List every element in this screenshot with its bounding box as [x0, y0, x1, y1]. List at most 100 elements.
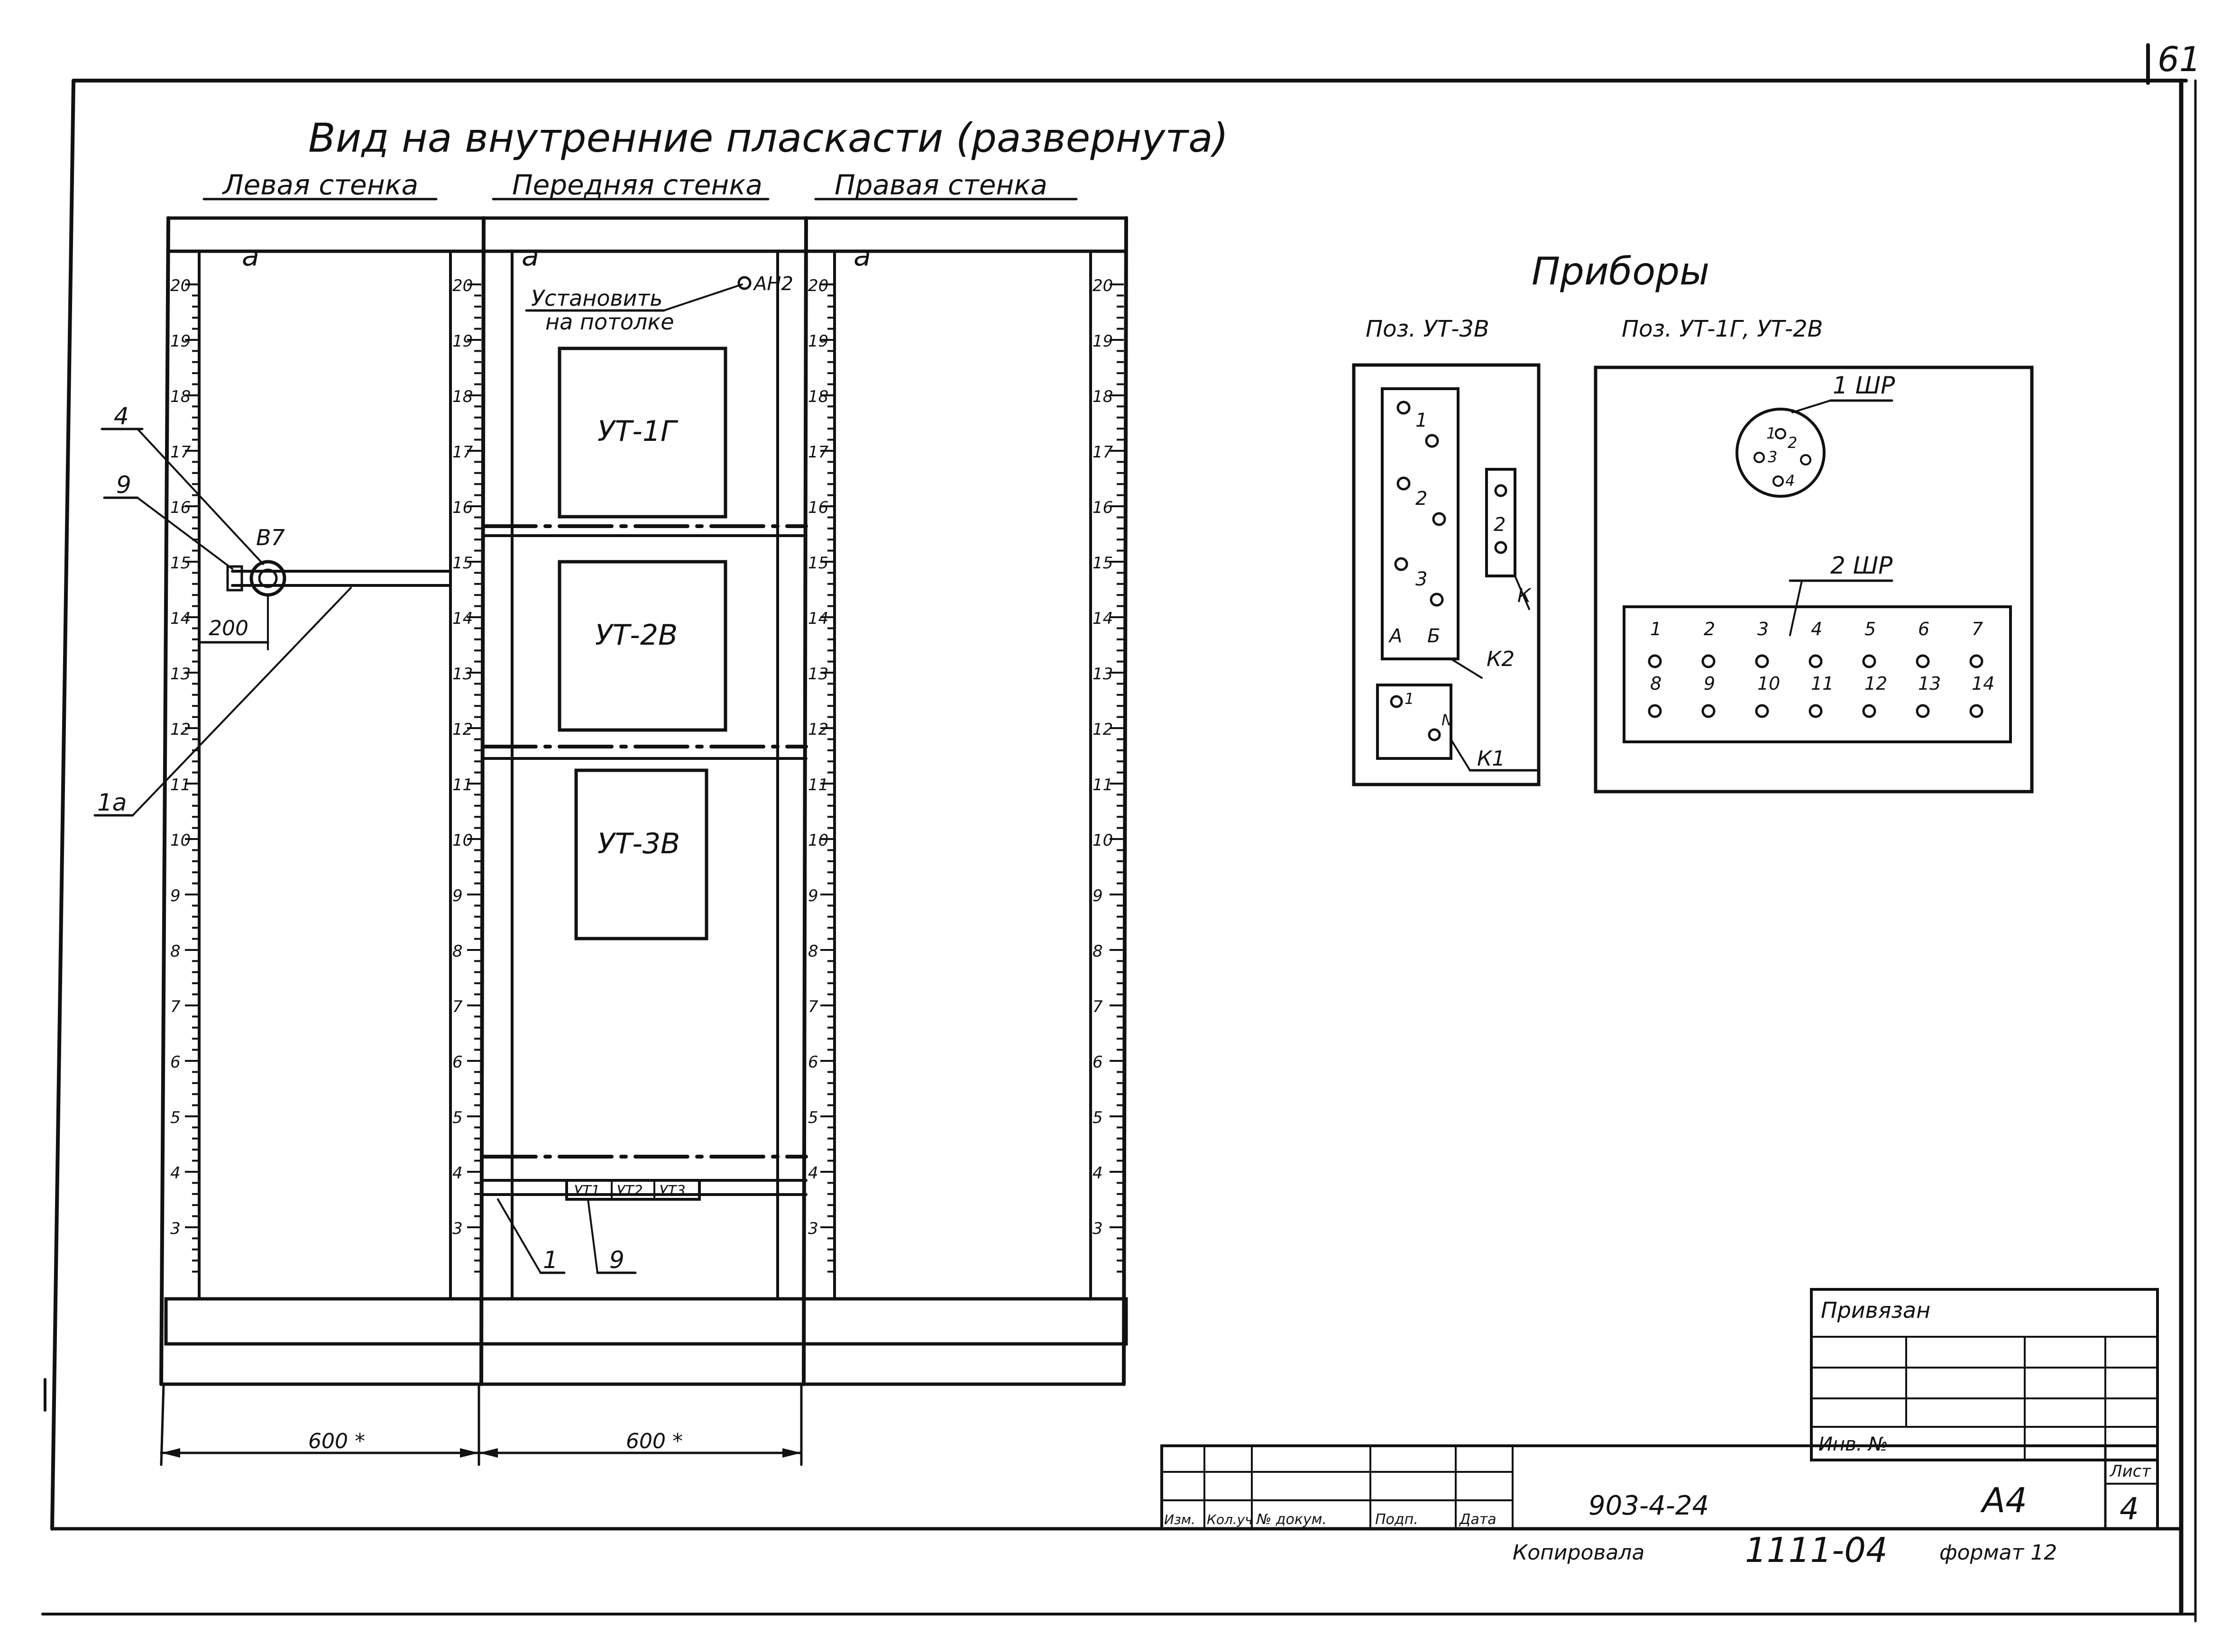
shr1-pin-2: 2 [1788, 434, 1797, 452]
shr2-pin-5 [1862, 654, 1876, 668]
view-title: Вид на внутренние пласкасти (развернута) [308, 115, 1228, 161]
unfolded-panel: 600 * 600 * [159, 216, 1128, 1466]
install-note-line1: Установить [531, 285, 662, 311]
scale-mark-4: 4 [170, 1164, 181, 1183]
scale-mark-14: 14 [1092, 609, 1113, 628]
scale-mark-5: 5 [1092, 1108, 1103, 1127]
scale-mark-6: 6 [452, 1053, 463, 1072]
devices-heading: Приборы [1532, 249, 1709, 293]
scale-mark-5: 5 [170, 1108, 181, 1127]
shr2-pin-1 [1648, 654, 1662, 668]
front-wall-label: Передняя стенка [512, 169, 762, 201]
pos-ut12-label: Поз. УТ-1Г, УТ-2В [1622, 316, 1823, 342]
scale-mark-7: 7 [170, 997, 181, 1016]
col-ndok: № докум. [1256, 1511, 1327, 1528]
scale-mark-16: 16 [808, 498, 828, 517]
scale-mark-17: 17 [1092, 443, 1113, 462]
scale-mark-5: 5 [452, 1108, 463, 1127]
scale-mark-9: 9 [1092, 886, 1103, 905]
pos-ut3-label: Поз. УТ-3В [1366, 316, 1489, 342]
device-ut2: УТ-2В [558, 560, 727, 732]
copy-number: 1111-04 [1745, 1530, 1888, 1570]
install-note-line2: на потолке [545, 309, 674, 335]
callout-9: 9 [116, 471, 131, 499]
stage: А4 [1980, 1480, 2027, 1520]
title-bound: Привязан [1821, 1297, 1930, 1323]
sheet-value: 4 [2120, 1492, 2139, 1527]
scale-mark-11: 11 [808, 776, 828, 794]
scale-mark-4: 4 [808, 1164, 818, 1183]
dim-left-600: 600 * [308, 1429, 365, 1453]
sheet-number: 61 [2157, 39, 2201, 79]
shr2-pin-label-14: 14 [1972, 673, 1994, 694]
shr2-pin-2 [1701, 654, 1716, 668]
scale-mark-3: 3 [808, 1219, 818, 1238]
shr2-pin-label-4: 4 [1811, 619, 1822, 639]
device-ut3: УТ-3В [574, 768, 708, 940]
scale-mark-12: 12 [1092, 720, 1113, 739]
scale-mark-4: 4 [452, 1164, 463, 1183]
scale-mark-12: 12 [808, 720, 828, 739]
shr2-pin-label-6: 6 [1918, 619, 1929, 639]
scale-mark-16: 16 [170, 498, 191, 517]
connector-2shr [1623, 605, 2012, 743]
connector-1shr-label: 1 ШР [1833, 372, 1895, 399]
scale-mark-3: 3 [452, 1219, 463, 1238]
scale-mark-6: 6 [808, 1053, 818, 1072]
scale-mark-5: 5 [808, 1108, 818, 1127]
scale-mark-8: 8 [808, 942, 818, 961]
scale-mark-15: 15 [452, 554, 473, 573]
scale-mark-9: 9 [170, 886, 181, 905]
ut3-pin-3: 3 [1415, 568, 1427, 590]
scale-mark-20: 20 [1092, 276, 1113, 295]
shr2-pin-label-8: 8 [1650, 673, 1662, 694]
shr2-pin-label-5: 5 [1864, 619, 1876, 639]
connector-2shr-label: 2 ШР [1830, 552, 1893, 579]
scale-mark-3: 3 [1092, 1219, 1103, 1238]
scale-mark-8: 8 [170, 942, 181, 961]
scale-mark-8: 8 [452, 942, 463, 961]
col-izm: Изм. [1164, 1512, 1195, 1527]
scale-mark-17: 17 [170, 443, 191, 462]
shr1-pin-3: 3 [1768, 448, 1777, 466]
scale-mark-17: 17 [452, 443, 473, 462]
terminal-ut1: УТ1 [574, 1183, 600, 1199]
din-rails [482, 524, 808, 1196]
col-kol: Кол.уч [1207, 1512, 1253, 1527]
an2-label: АН2 [753, 273, 793, 295]
scale-mark-13: 13 [170, 665, 191, 684]
scale-mark-19: 19 [452, 332, 473, 351]
scale-mark-13: 13 [808, 665, 828, 684]
scale-mark-17: 17 [808, 443, 829, 462]
ut3-label-a: А [1388, 625, 1402, 647]
device-ut1: УТ-1Г [558, 347, 727, 519]
ut3-pin-2: 2 [1415, 488, 1427, 510]
scale-mark-16: 16 [452, 498, 473, 517]
scale-mark-7: 7 [808, 997, 818, 1016]
scale-mark-18: 18 [452, 387, 473, 406]
scale-mark-15: 15 [808, 554, 828, 573]
terminal-ut3: УТ3 [659, 1183, 686, 1199]
sheet-number-box: 61 [2146, 39, 2201, 85]
shr2-pin-9 [1701, 704, 1716, 718]
scale-mark-10: 10 [452, 831, 473, 850]
callout-1: 1 [543, 1246, 558, 1274]
scale-mark-20: 20 [808, 276, 828, 295]
right-wall-mark: а [854, 239, 871, 273]
shr2-pin-7 [1969, 654, 1983, 668]
drawing-frame [41, 78, 2197, 1623]
scale-mark-4: 4 [1092, 1164, 1103, 1183]
shr2-pin-6 [1916, 654, 1930, 668]
terminal-strip: УТ1 УТ2 УТ3 [565, 1179, 701, 1201]
callout-1a: 1а [97, 789, 127, 816]
shr2-pin-label-10: 10 [1757, 673, 1780, 694]
scale-mark-14: 14 [452, 609, 473, 628]
format-label: формат 12 [1939, 1541, 2057, 1565]
left-wall-label: Левая стенка [222, 169, 418, 201]
left-wall-mark: а [242, 239, 259, 273]
connector-1shr [1735, 408, 1826, 498]
shr2-pin-label-9: 9 [1704, 673, 1715, 694]
scale-mark-15: 15 [170, 554, 191, 573]
scale-mark-3: 3 [170, 1219, 181, 1238]
scale-mark-18: 18 [808, 387, 828, 406]
